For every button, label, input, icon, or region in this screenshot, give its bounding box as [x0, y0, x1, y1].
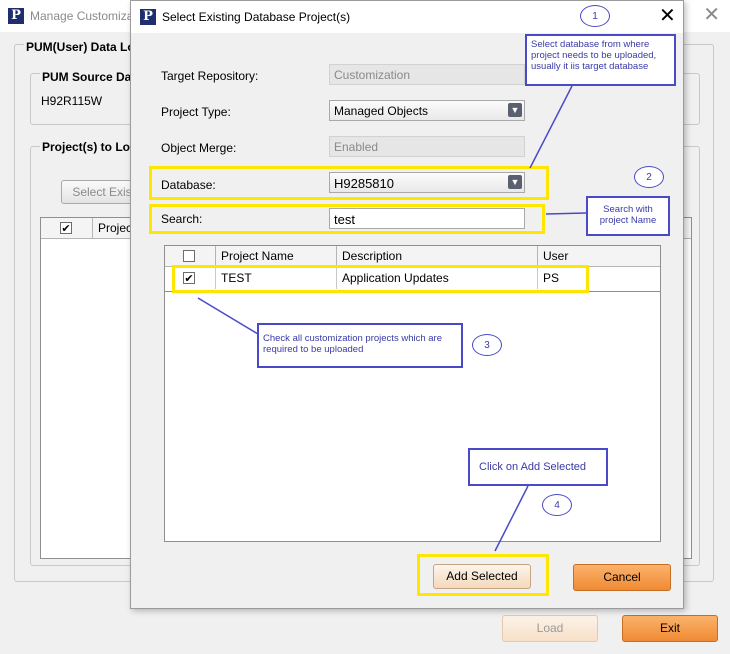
close-icon[interactable]: ✕ [703, 4, 720, 26]
add-selected-button[interactable]: Add Selected [433, 564, 531, 589]
peoplesoft-logo-icon: P [8, 8, 24, 24]
row-description: Application Updates [337, 267, 538, 289]
exit-button[interactable]: Exit [622, 615, 718, 642]
chevron-down-icon[interactable]: ▼ [508, 175, 522, 189]
database-highlight [149, 166, 549, 200]
chevron-down-icon[interactable]: ▼ [508, 103, 522, 117]
database-value: H9285810 [334, 176, 394, 191]
annotation-note-4: Click on Add Selected [468, 448, 608, 486]
load-button[interactable]: Load [502, 615, 598, 642]
connector-line-4 [494, 485, 529, 552]
annotation-note-1: Select database from where project needs… [525, 34, 676, 86]
background-table-header-check: ✔ [41, 218, 93, 239]
annotation-note-3: Check all customization projects which a… [257, 323, 463, 368]
row-project-name: TEST [216, 267, 337, 289]
select-existing-button[interactable]: Select Exis [61, 180, 143, 204]
pum-user-group-label: PUM(User) Data Lo [24, 40, 137, 54]
annotation-number-3: 3 [472, 334, 502, 356]
annotation-number-4: 4 [542, 494, 572, 516]
object-merge-field: Enabled [329, 136, 525, 157]
pum-source-group-label: PUM Source Dat [40, 70, 138, 84]
row-user: PS [543, 271, 560, 285]
close-icon[interactable]: ✕ [659, 5, 676, 27]
table-header-user: User [538, 246, 660, 267]
dialog-title: Select Existing Database Project(s) [162, 10, 351, 24]
background-window-title: Manage Customiza [30, 9, 134, 23]
checkbox-icon[interactable]: ✔ [60, 222, 72, 235]
database-select[interactable]: H9285810 ▼ [329, 172, 525, 193]
select-all-checkbox[interactable] [183, 250, 195, 262]
project-type-value: Managed Objects [334, 104, 429, 118]
project-table: Project Name Description User ✔ TEST App… [164, 245, 661, 542]
project-type-label: Project Type: [161, 105, 231, 119]
cancel-button[interactable]: Cancel [573, 564, 671, 591]
select-project-dialog: P Select Existing Database Project(s) ✕ … [130, 0, 684, 609]
dialog-titlebar: P Select Existing Database Project(s) ✕ [131, 1, 683, 33]
add-selected-highlight [417, 554, 549, 596]
annotation-note-2: Search with project Name [586, 196, 670, 236]
connector-line-2 [545, 212, 587, 215]
object-merge-label: Object Merge: [161, 141, 237, 155]
project-type-select[interactable]: Managed Objects ▼ [329, 100, 525, 121]
database-label: Database: [161, 178, 216, 192]
peoplesoft-logo-icon: P [140, 9, 156, 25]
connector-line-1 [529, 85, 573, 169]
annotation-number-2: 2 [634, 166, 664, 188]
search-input[interactable]: test [329, 208, 525, 229]
search-highlight [149, 204, 545, 234]
checkbox-icon[interactable]: ✔ [183, 272, 195, 285]
row-check-cell: ✔ [165, 267, 216, 289]
connector-line-3 [197, 297, 259, 335]
pum-source-value: H92R115W [41, 94, 103, 108]
annotation-number-1: 1 [580, 5, 610, 27]
target-repository-label: Target Repository: [161, 69, 259, 83]
projects-group-label: Project(s) to Loa [40, 140, 139, 154]
search-label: Search: [161, 212, 203, 226]
row-highlight [172, 265, 589, 293]
target-repository-field: Customization [329, 64, 525, 85]
